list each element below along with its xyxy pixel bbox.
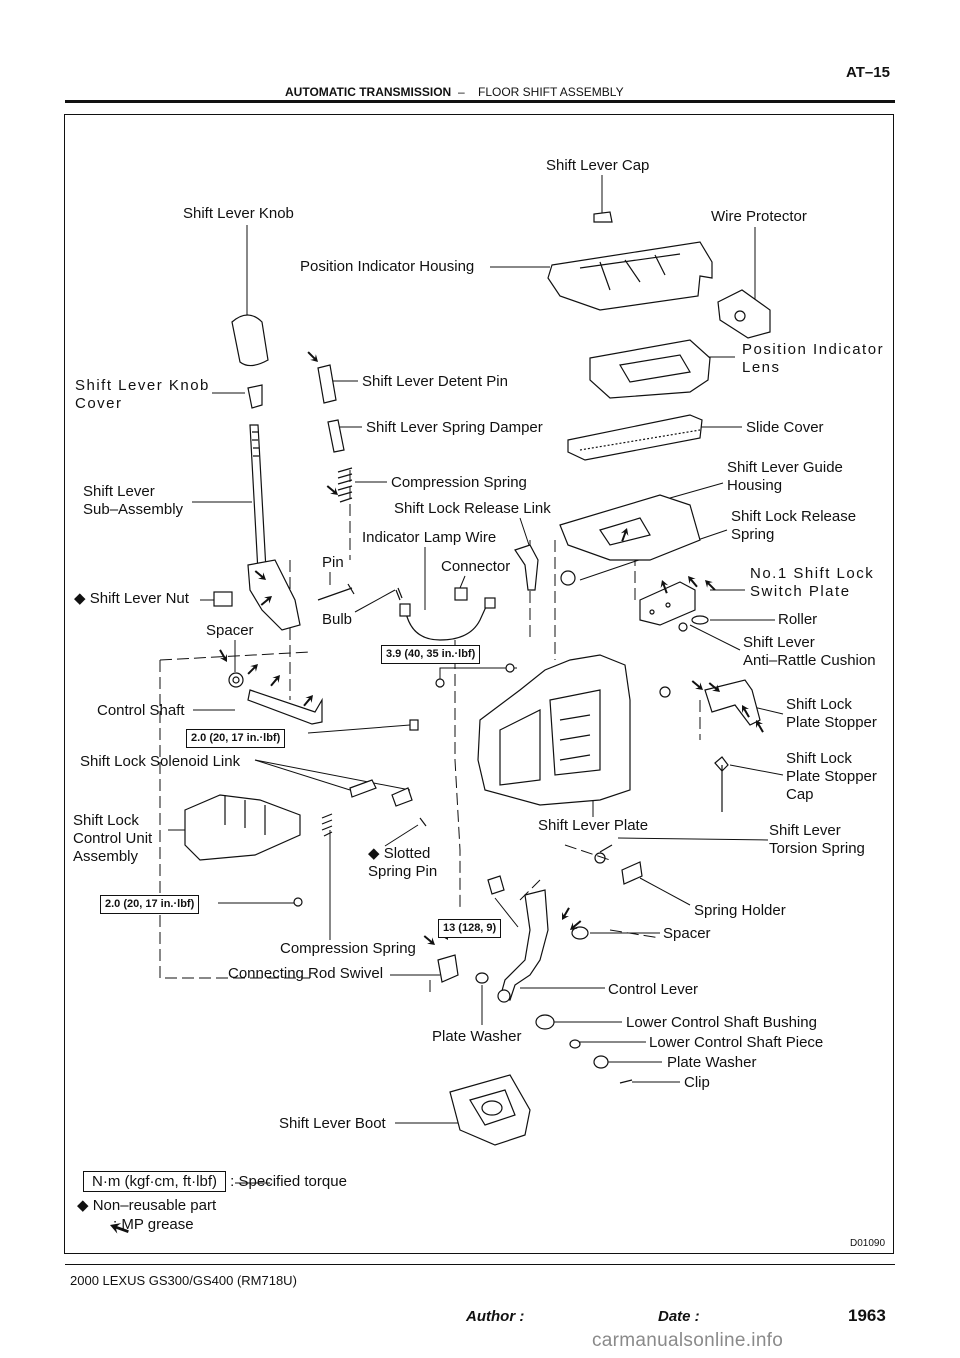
label-shift-lever-knob-cover: Shift Lever Knob Cover: [75, 377, 210, 412]
figure-id: D01090: [850, 1238, 886, 1249]
label-connecting-rod-swivel: Connecting Rod Swivel: [228, 965, 384, 982]
page-code: AT–15: [846, 64, 890, 81]
label-shift-lever-boot: Shift Lever Boot: [279, 1115, 386, 1132]
figure-frame: [64, 114, 894, 1254]
header-title: AUTOMATIC TRANSMISSION: [285, 85, 452, 99]
footer-page-number: 1963: [848, 1306, 886, 1325]
label-spacer-lower: Spacer: [663, 925, 711, 942]
torque-spec-box: 2.0 (20, 17 in.·lbf): [100, 895, 200, 914]
label-indicator-lamp-wire: Indicator Lamp Wire: [362, 529, 497, 546]
footer-date: Date :: [658, 1308, 700, 1325]
label-shift-lock-control-unit-assembly: Shift Lock Control Unit Assembly: [73, 812, 153, 865]
label-plate-washer-right: Plate Washer: [667, 1054, 757, 1071]
label-shift-lock-solenoid-link: Shift Lock Solenoid Link: [80, 753, 241, 770]
label-shift-lock-plate-stopper-cap: Shift Lock Plate Stopper Cap: [786, 750, 877, 803]
legend-nonreusable-text: Non–reusable part: [92, 1197, 217, 1214]
label-shift-lever-detent-pin: Shift Lever Detent Pin: [362, 373, 508, 390]
footer-model: 2000 LEXUS GS300/GS400 (RM718U): [70, 1273, 297, 1288]
label-shift-lever-spring-damper: Shift Lever Spring Damper: [366, 419, 543, 436]
torque-spec-box: 3.9 (40, 35 in.·lbf): [381, 645, 481, 664]
label-lower-control-shaft-bushing: Lower Control Shaft Bushing: [626, 1014, 817, 1031]
label-compression-spring-lower: Compression Spring: [280, 940, 416, 957]
label-position-indicator-lens: Position Indicator Lens: [742, 341, 885, 376]
legend-torque-desc: : Specified torque: [230, 1173, 347, 1190]
legend-nonreusable: ◆ Non–reusable part: [77, 1196, 216, 1214]
header-rule: [65, 100, 895, 103]
label-spring-holder: Spring Holder: [694, 902, 786, 919]
torque-spec-box: 2.0 (20, 17 in.·lbf): [186, 729, 286, 748]
label-control-shaft: Control Shaft: [97, 702, 185, 719]
label-slotted-spring-pin-text: Slotted Spring Pin: [368, 845, 438, 880]
label-pin: Pin: [322, 554, 344, 571]
torque-spec-box: 13 (128, 9): [438, 919, 502, 938]
diamond-icon: ◆: [74, 590, 86, 607]
label-spacer-upper: Spacer: [206, 622, 254, 639]
label-shift-lock-plate-stopper: Shift Lock Plate Stopper: [786, 696, 877, 731]
label-slide-cover: Slide Cover: [746, 419, 824, 436]
label-shift-lever-nut-text: Shift Lever Nut: [89, 590, 189, 607]
label-bulb: Bulb: [322, 611, 353, 628]
label-shift-lever-knob: Shift Lever Knob: [183, 205, 294, 222]
diamond-icon: ◆: [368, 845, 384, 862]
footer-author: Author :: [466, 1308, 525, 1325]
diamond-icon: ◆: [77, 1197, 89, 1214]
label-plate-washer-left: Plate Washer: [432, 1028, 522, 1045]
legend-torque-unit: N·m (kgf·cm, ft·lbf): [83, 1171, 226, 1192]
label-wire-protector: Wire Protector: [711, 208, 807, 225]
legend-torque: N·m (kgf·cm, ft·lbf) : Specified torque: [83, 1171, 347, 1192]
label-compression-spring-upper: Compression Spring: [391, 474, 527, 491]
label-shift-lever-nut: ◆ Shift Lever Nut: [74, 590, 189, 608]
label-shift-lever-sub-assembly: Shift Lever Sub–Assembly: [83, 483, 184, 518]
label-shift-lever-guide-housing: Shift Lever Guide Housing: [727, 459, 843, 494]
label-connector: Connector: [441, 558, 511, 575]
footer-rule: [65, 1264, 895, 1265]
watermark: carmanualsonline.info: [592, 1330, 784, 1351]
legend-grease: : MP grease: [113, 1216, 194, 1233]
label-roller: Roller: [778, 611, 818, 628]
label-shift-lever-torsion-spring: Shift Lever Torsion Spring: [769, 822, 865, 857]
label-shift-lock-release-spring: Shift Lock Release Spring: [731, 508, 857, 543]
label-position-indicator-housing: Position Indicator Housing: [300, 258, 475, 275]
label-clip: Clip: [684, 1074, 710, 1091]
header-subtitle: FLOOR SHIFT ASSEMBLY: [478, 85, 624, 99]
label-shift-lever-cap: Shift Lever Cap: [546, 157, 650, 174]
label-no1-shift-lock-switch-plate: No.1 Shift Lock Switch Plate: [750, 565, 875, 600]
label-shift-lever-plate: Shift Lever Plate: [538, 817, 649, 834]
header-separator: –: [458, 85, 465, 99]
label-slotted-spring-pin: ◆ Slotted Spring Pin: [368, 845, 437, 881]
label-shift-lever-anti-rattle-cushion: Shift Lever Anti–Rattle Cushion: [743, 634, 876, 669]
label-control-lever: Control Lever: [608, 981, 699, 998]
label-shift-lock-release-link: Shift Lock Release Link: [394, 500, 551, 517]
label-lower-control-shaft-piece: Lower Control Shaft Piece: [649, 1034, 824, 1051]
